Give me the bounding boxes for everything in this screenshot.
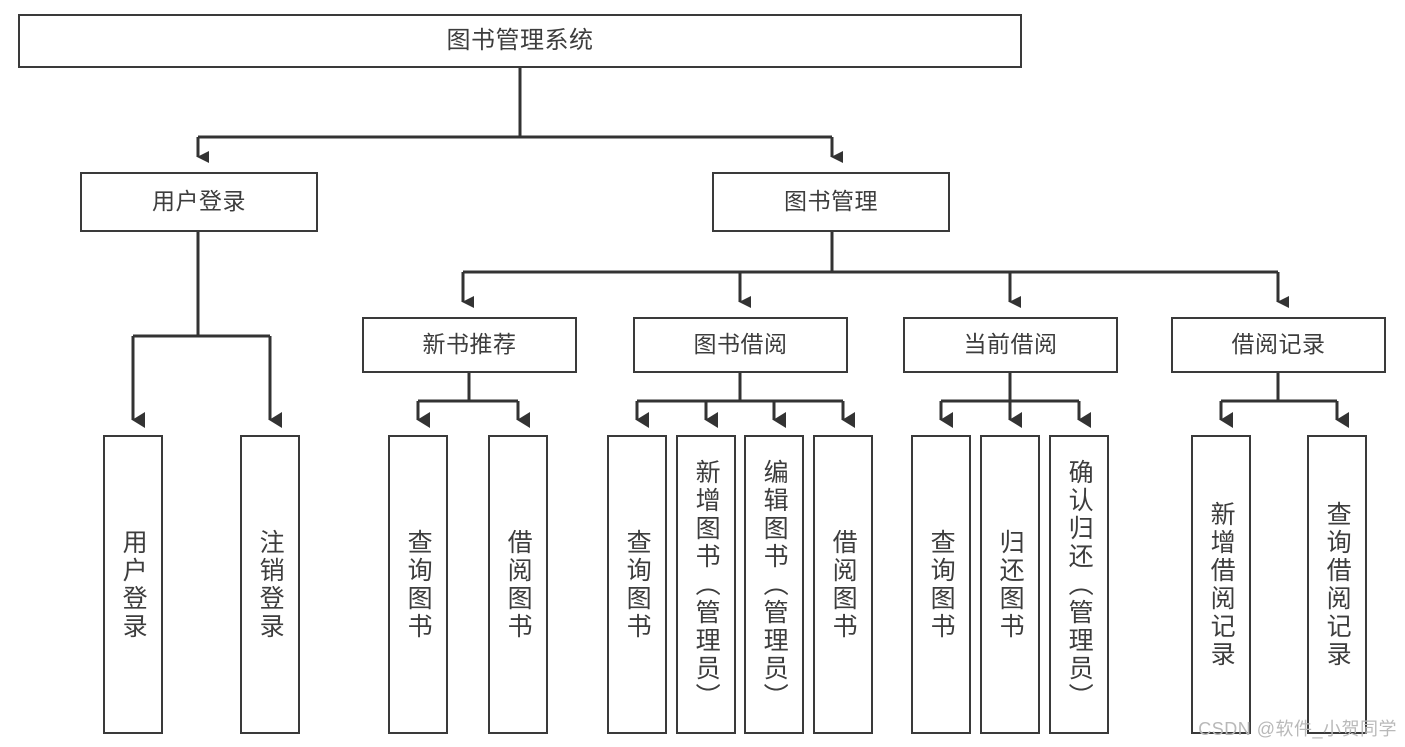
node-label: 查询图书 — [623, 528, 652, 641]
node-borrow-record[interactable]: 借阅记录 — [1171, 317, 1386, 373]
node-label: 图书借阅 — [693, 331, 788, 358]
current-borrow-leaf-connectors — [939, 373, 1091, 428]
root-to-level2-connectors — [196, 68, 843, 163]
node-label: 借阅记录 — [1231, 331, 1326, 358]
node-label: 新书推荐 — [422, 331, 517, 358]
node-new-book-recommend[interactable]: 新书推荐 — [362, 317, 577, 373]
node-label: 确认归还（管理员） — [1065, 458, 1094, 711]
user-login-leaf-connectors — [131, 232, 282, 428]
leaf-logout[interactable]: 注销登录 — [240, 435, 300, 734]
node-label: 归还图书 — [996, 528, 1025, 641]
book-manage-to-level3-connectors — [461, 232, 1289, 308]
node-label: 新增图书（管理员） — [692, 458, 721, 711]
node-label: 查询借阅记录 — [1323, 500, 1352, 669]
node-label: 查询图书 — [927, 528, 956, 641]
node-book-management[interactable]: 图书管理 — [712, 172, 950, 232]
node-label: 图书管理 — [784, 188, 878, 215]
borrow-record-leaf-connectors — [1219, 373, 1349, 428]
node-label: 当前借阅 — [963, 331, 1058, 358]
node-current-borrow[interactable]: 当前借阅 — [903, 317, 1118, 373]
leaf-return-book[interactable]: 归还图书 — [980, 435, 1040, 734]
leaf-add-book-admin[interactable]: 新增图书（管理员） — [676, 435, 736, 734]
node-user-login[interactable]: 用户登录 — [80, 172, 318, 232]
leaf-borrow-book-recommend[interactable]: 借阅图书 — [488, 435, 548, 734]
leaf-confirm-return-admin[interactable]: 确认归还（管理员） — [1049, 435, 1109, 734]
node-label: 注销登录 — [256, 528, 285, 641]
leaf-query-book-current[interactable]: 查询图书 — [911, 435, 971, 734]
node-label: 用户登录 — [119, 528, 148, 641]
node-label: 新增借阅记录 — [1207, 500, 1236, 669]
leaf-add-borrow-record[interactable]: 新增借阅记录 — [1191, 435, 1251, 734]
node-label: 查询图书 — [404, 528, 433, 641]
node-label: 用户登录 — [152, 188, 246, 215]
node-label: 图书管理系统 — [446, 26, 594, 54]
node-book-borrow[interactable]: 图书借阅 — [633, 317, 848, 373]
node-label: 借阅图书 — [504, 528, 533, 641]
book-borrow-leaf-connectors — [635, 373, 855, 428]
node-root-book-management-system[interactable]: 图书管理系统 — [18, 14, 1022, 68]
leaf-edit-book-admin[interactable]: 编辑图书（管理员） — [744, 435, 804, 734]
node-label: 借阅图书 — [829, 528, 858, 641]
leaf-query-borrow-record[interactable]: 查询借阅记录 — [1307, 435, 1367, 734]
node-label: 编辑图书（管理员） — [760, 458, 789, 711]
leaf-query-book-recommend[interactable]: 查询图书 — [388, 435, 448, 734]
leaf-user-login[interactable]: 用户登录 — [103, 435, 163, 734]
leaf-query-book-borrow[interactable]: 查询图书 — [607, 435, 667, 734]
leaf-borrow-book[interactable]: 借阅图书 — [813, 435, 873, 734]
new-book-leaf-connectors — [416, 373, 530, 428]
